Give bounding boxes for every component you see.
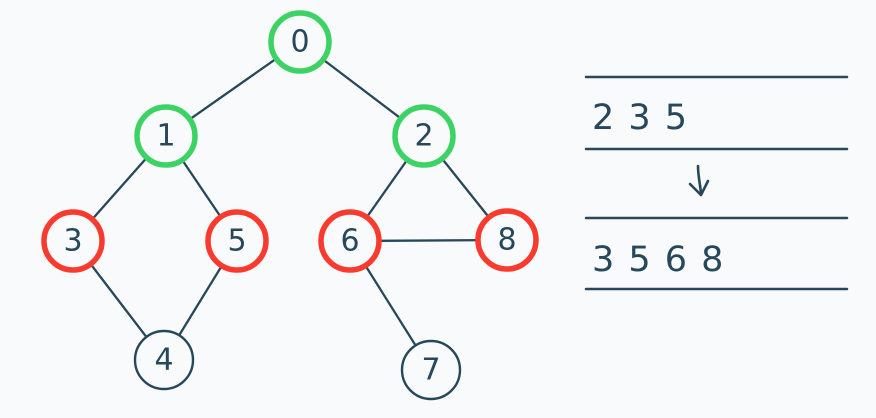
- graph-node-1[interactable]: 1: [134, 104, 198, 168]
- down-arrow-icon: [688, 164, 710, 197]
- graph-node-5[interactable]: 5: [205, 209, 269, 273]
- node-label: 1: [156, 119, 175, 154]
- node-circle-red[interactable]: [205, 209, 269, 273]
- node-circle-red[interactable]: [475, 208, 539, 272]
- node-label: 4: [154, 343, 173, 378]
- queue-after-text: 3 5 6 8: [592, 240, 725, 280]
- node-label: 8: [497, 223, 516, 258]
- node-circle-red[interactable]: [41, 209, 105, 273]
- node-label: 7: [421, 353, 440, 388]
- node-label: 6: [340, 224, 359, 259]
- edge-layer: [71, 40, 509, 372]
- node-label: 0: [290, 25, 309, 60]
- graph-node-3[interactable]: 3: [41, 209, 105, 273]
- graph-node-2[interactable]: 2: [392, 104, 456, 168]
- node-label: 3: [63, 224, 82, 259]
- node-circle-green[interactable]: [134, 104, 198, 168]
- graph-node-8[interactable]: 8: [475, 208, 539, 272]
- node-circle-green[interactable]: [392, 104, 456, 168]
- node-label: 5: [227, 224, 246, 259]
- node-circle-green[interactable]: [268, 10, 332, 74]
- graph-node-0[interactable]: 0: [268, 10, 332, 74]
- graph-node-7[interactable]: 7: [400, 339, 462, 401]
- node-label: 2: [414, 119, 433, 154]
- node-circle-dark[interactable]: [133, 329, 195, 391]
- queue-panel: 2 3 5 3 5 6 8: [584, 75, 849, 291]
- graph-node-4[interactable]: 4: [133, 329, 195, 391]
- node-circle-dark[interactable]: [400, 339, 462, 401]
- graph-node-6[interactable]: 6: [318, 209, 382, 273]
- node-circle-red[interactable]: [318, 209, 382, 273]
- node-layer: 0 1 2 3 5 6 8 4 7: [41, 10, 539, 401]
- queue-before-text: 2 3 5: [592, 98, 689, 138]
